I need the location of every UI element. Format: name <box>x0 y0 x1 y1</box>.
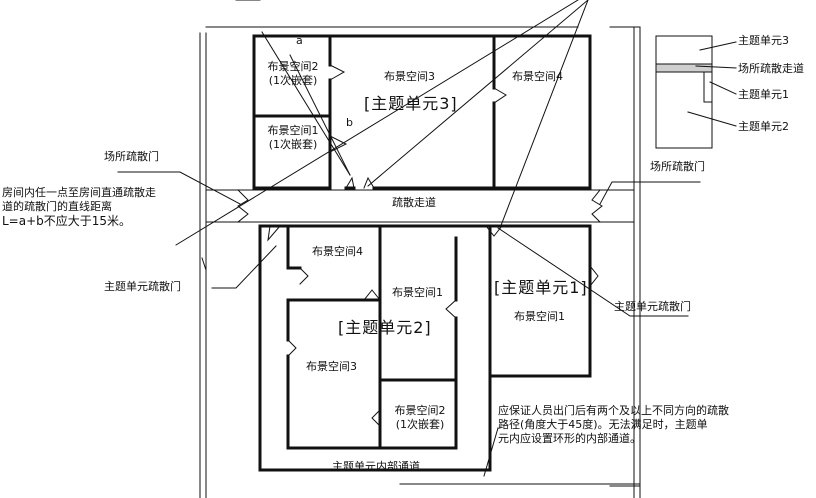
room-label: 布景空间2 (1次嵌套) <box>256 60 330 88</box>
passage-label: 主题单元内部通道 <box>332 460 420 473</box>
callout-unit-exit: 主题单元疏散门 <box>614 300 691 313</box>
corridor-lines <box>205 189 635 223</box>
legend-label: 主题单元2 <box>738 120 789 133</box>
legend-diagram <box>655 35 737 149</box>
dimension-lines <box>175 0 589 246</box>
callout-requirement: 应保证人员出门后有两个及以上不同方向的疏散 路径(角度大于45度)。无法满足时，… <box>498 404 729 445</box>
legend-label: 主题单元1 <box>738 88 789 101</box>
room-label: 布景空间1 <box>392 286 443 299</box>
room-label: 布景空间4 <box>512 70 563 83</box>
unit-label: [主题单元2] <box>338 318 432 337</box>
callout-venue-exit: 场所疏散门 <box>650 160 705 173</box>
room-sub: (1次嵌套) <box>268 73 318 87</box>
unit-label: [主题单元3] <box>364 94 458 113</box>
room-label: 布景空间3 <box>306 360 357 373</box>
legend-label: 主题单元3 <box>738 34 789 47</box>
room-sub: (1次嵌套) <box>268 137 318 151</box>
legend-label: 场所疏散走道 <box>738 62 804 75</box>
lower-room-walls <box>258 224 592 472</box>
room-label: 布景空间4 <box>312 245 363 258</box>
room-sub: (1次嵌套) <box>395 417 445 431</box>
callout-venue-exit: 场所疏散门 <box>104 150 159 163</box>
leader-lines <box>117 171 701 477</box>
note-line: 房间内任一点至房间直通疏散走 <box>2 186 156 199</box>
room-label: 布景空间3 <box>384 70 435 83</box>
note-line: L=a+b不应大于15米。 <box>2 213 132 228</box>
building-frame <box>199 26 641 498</box>
unit-label: [主题单元1] <box>494 278 588 297</box>
callout-distance-rule: 房间内任一点至房间直通疏散走 道的疏散门的直线距离 L=a+b不应大于15米。 <box>2 186 156 229</box>
room-name: 布景空间2 <box>394 404 446 417</box>
note-line: 路径(角度大于45度)。无法满足时，主题单 <box>498 417 708 431</box>
callout-unit-exit: 主题单元疏散门 <box>104 280 181 293</box>
room-name: 布景空间1 <box>267 124 319 137</box>
room-label: 布景空间1 <box>514 310 565 323</box>
note-line: 道的疏散门的直线距离 <box>2 199 112 213</box>
marker-b: b <box>346 116 353 129</box>
door-swings <box>237 64 603 427</box>
room-name: 布景空间2 <box>267 60 319 73</box>
note-line: 应保证人员出门后有两个及以上不同方向的疏散 <box>498 404 729 417</box>
note-line: 元内应设置环形的内部通道。 <box>498 431 641 445</box>
corridor-label: 疏散走道 <box>392 196 436 209</box>
room-label: 布景空间2 (1次嵌套) <box>384 404 456 432</box>
room-label: 布景空间1 (1次嵌套) <box>256 124 330 152</box>
marker-a: a <box>296 34 303 47</box>
